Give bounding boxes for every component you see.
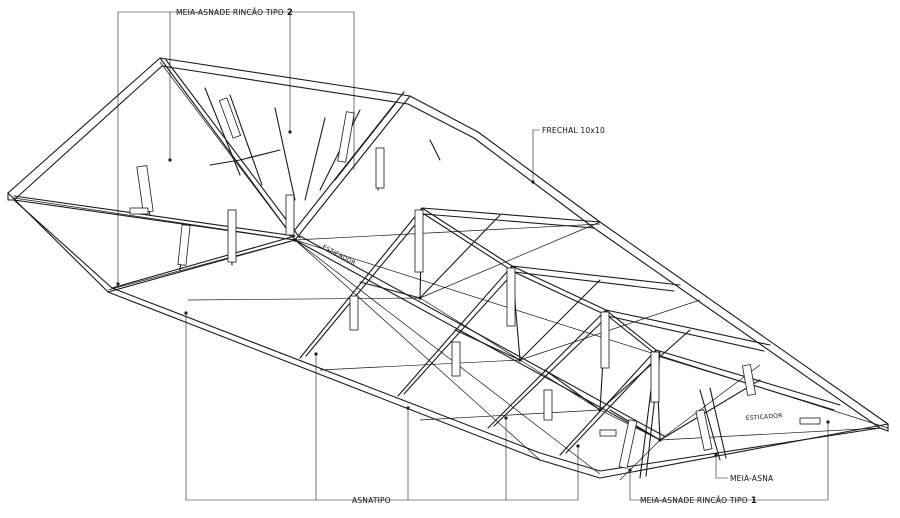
meia-asna-label: MEIA-ASNA [730, 474, 774, 483]
frechal-label: FRECHAL 10x10 [542, 126, 605, 135]
esticador-lower-label: ESTICADOR [746, 412, 783, 422]
hip-rafters-left [13, 57, 665, 441]
connector-blocks [129, 97, 821, 469]
node-dots [116, 130, 830, 472]
asna-tipo-label: ASNATIPO [352, 496, 391, 505]
leader-lines [117, 11, 829, 501]
